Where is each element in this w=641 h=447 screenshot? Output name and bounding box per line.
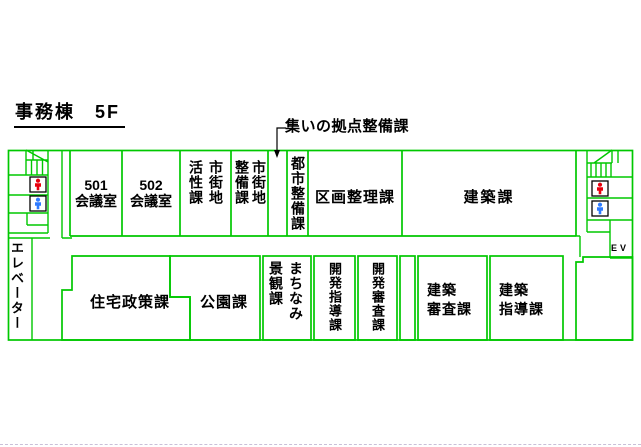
female-restroom-icon <box>29 176 47 193</box>
room-label-501-meeting: 501 会議室 <box>75 177 117 209</box>
page-title: 事務棟 5F <box>14 98 126 128</box>
room-label-machinami-keikan: まちなみ 景観課 <box>268 261 304 321</box>
room-label-kaihatsu-shido: 開発指導課 <box>327 262 342 332</box>
room-label-kenchiku-shido: 建築 指導課 <box>499 282 544 317</box>
top-room-row-walls <box>69 151 577 237</box>
page-break-line <box>0 444 641 445</box>
room-label-502-meeting: 502 会議室 <box>130 177 172 209</box>
female-restroom-icon <box>591 180 609 197</box>
room-label-kaihatsu-shinsa: 開発審査課 <box>370 262 385 332</box>
male-restroom-icon <box>591 200 609 217</box>
room-label-shigaichi-kassei: 市街地 活性課 <box>188 160 224 205</box>
room-label-toshi-seibi: 都市整備課 <box>290 156 306 231</box>
elevator-label: エレベーター <box>9 241 24 331</box>
room-label-koen: 公園課 <box>199 294 248 311</box>
ev-label: EV <box>611 243 630 253</box>
arrow-down-icon <box>274 127 286 158</box>
room-label-jutaku-seisaku: 住宅政策課 <box>89 294 170 311</box>
right-stairs-icon <box>587 149 619 177</box>
room-label-kenchiku: 建築課 <box>463 189 515 206</box>
left-service-block-walls <box>8 150 72 340</box>
room-label-shigaichi-seibi: 市街地 整備課 <box>234 160 267 205</box>
left-stairs-icon <box>25 149 49 175</box>
annotation-tsudoi-no-kyoten-seibika: 集いの拠点整備課 <box>285 118 410 135</box>
male-restroom-icon <box>29 195 47 212</box>
room-label-kukaku-seiri: 区画整理課 <box>314 189 395 206</box>
right-service-block-walls <box>576 150 633 259</box>
bottom-room-row-walls <box>61 255 634 341</box>
room-label-kenchiku-shinsa: 建築 審査課 <box>427 282 472 317</box>
